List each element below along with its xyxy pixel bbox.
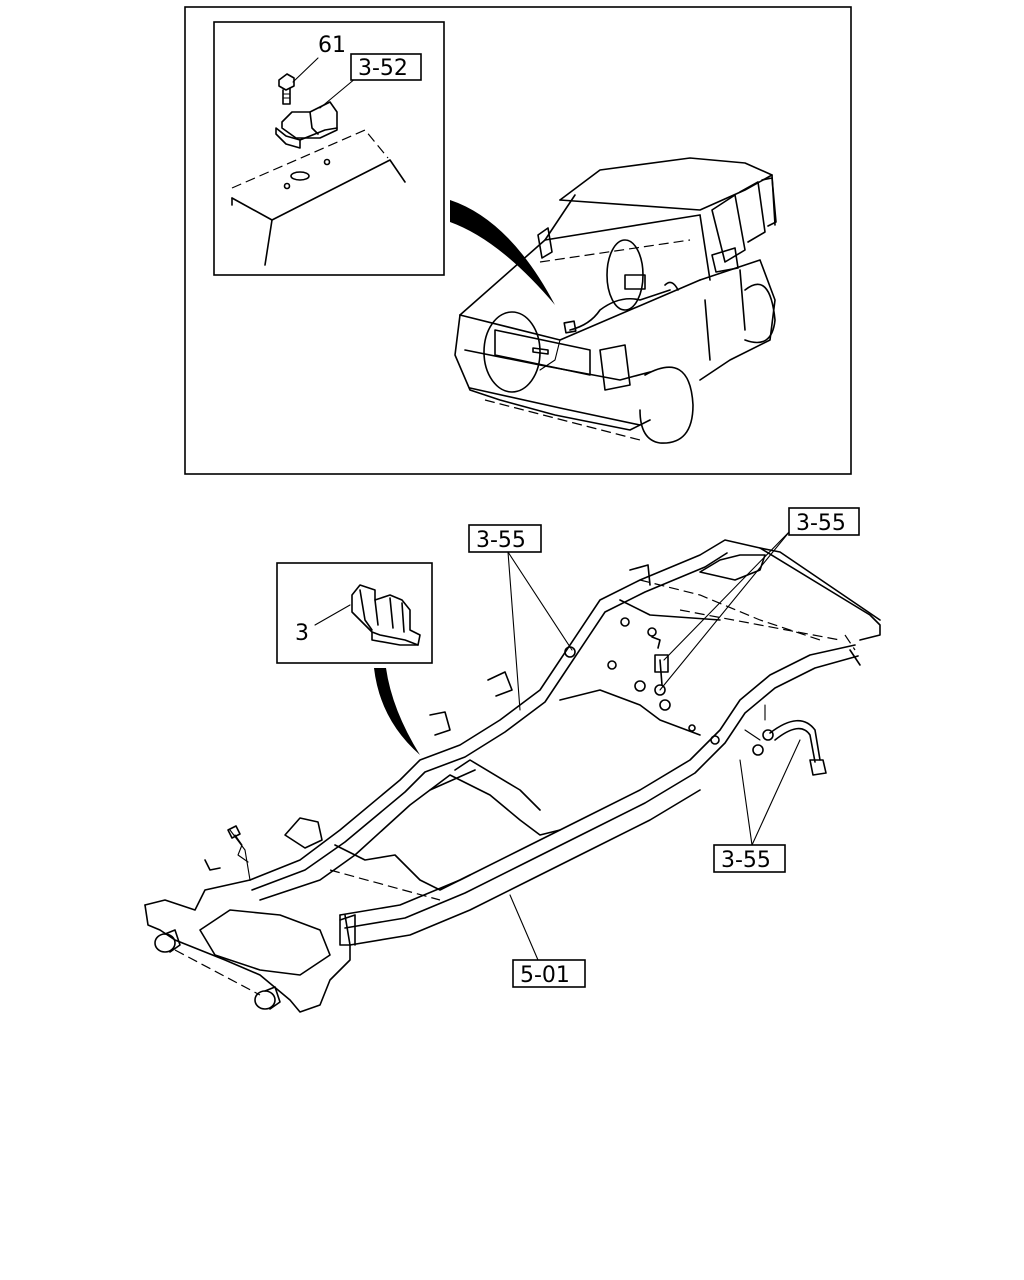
part-number-3: 3 [295,621,309,646]
detail-pointer-arrow [450,200,555,305]
ref-label-3-52: 3-52 [358,56,408,81]
clip-inset-border [276,562,433,664]
chassis-frame-diagram: 3 3-55 3-55 3-55 5-01 [144,507,881,1013]
ref-box-3-52 [350,53,422,81]
ref-label-3-55-right-top: 3-55 [796,511,846,536]
clip-detail-inset: 3 [276,562,433,664]
clip-pointer-arrow [374,668,420,755]
ref-label-5-01: 5-01 [520,963,570,988]
vehicle-illustration [454,157,777,444]
callout-3-55-right-bottom: 3-55 [713,844,786,873]
callout-3-55-left: 3-55 [468,524,542,553]
ref-label-3-55-right-bottom: 3-55 [721,848,771,873]
sensor-detail-inset: 61 3-52 [213,21,445,276]
ref-label-3-55-left: 3-55 [476,528,526,553]
vehicle-overview-panel: 61 3-52 [184,6,852,475]
callout-3-55-right-top: 3-55 [788,507,860,536]
frame-rails [144,539,881,1013]
callout-leaders [507,530,801,961]
callout-5-01: 5-01 [512,959,586,988]
part-number-61: 61 [318,33,346,58]
